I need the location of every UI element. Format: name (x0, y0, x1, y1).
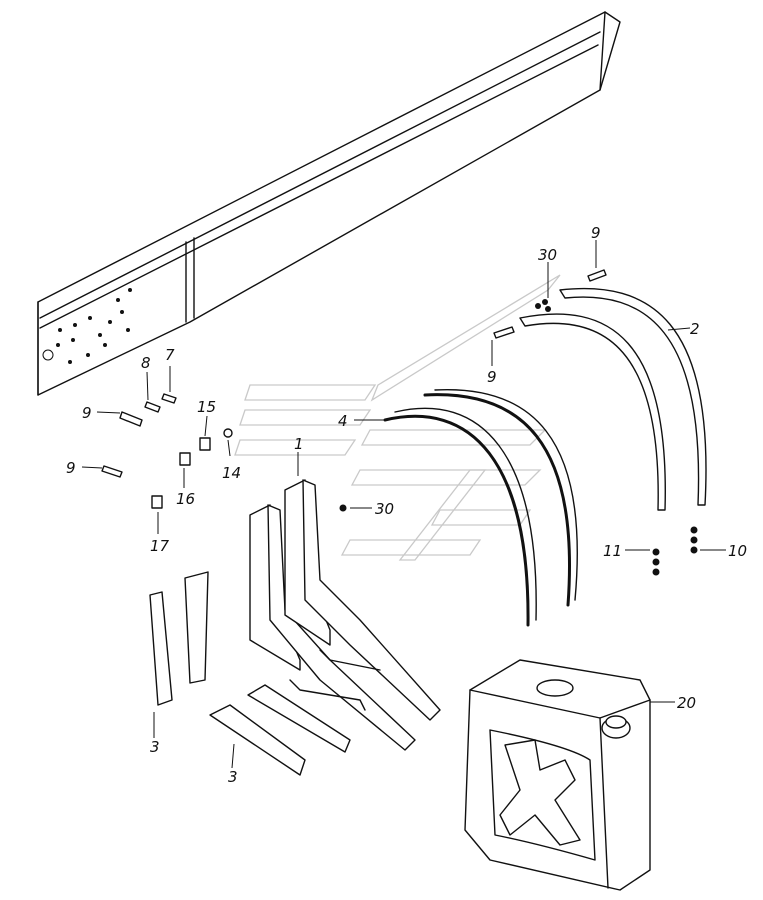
bolt-7 (161, 393, 177, 404)
label-4: 4 (338, 412, 348, 430)
straps-4 (383, 388, 578, 627)
bolt-9-c (587, 269, 607, 282)
bolt-9-b (101, 465, 123, 478)
label-8: 8 (141, 354, 151, 372)
frame-rail (37, 11, 621, 396)
label-17: 17 (150, 537, 170, 555)
nuts-10 (690, 526, 698, 554)
label-14: 14 (222, 464, 241, 482)
watermark-logo (234, 274, 561, 561)
label-10: 10 (728, 542, 747, 560)
label-30-top: 30 (538, 246, 557, 264)
nut-30-mid (339, 504, 347, 512)
fuel-tank (464, 659, 651, 891)
label-2: 2 (690, 320, 700, 338)
label-7: 7 (165, 346, 175, 364)
bolt-8 (144, 401, 161, 413)
nut-16 (179, 452, 191, 466)
nut-15 (199, 437, 211, 451)
bolt-9-d (493, 326, 515, 339)
straps-2 (519, 287, 707, 511)
bolt-9-a (119, 411, 143, 427)
label-11: 11 (603, 542, 622, 560)
label-15: 15 (197, 398, 216, 416)
label-1: 1 (294, 435, 304, 453)
label-3-right: 3 (228, 768, 238, 786)
label-3-left: 3 (150, 738, 160, 756)
washer-17 (151, 495, 163, 509)
label-9-lower-left: 9 (66, 459, 76, 477)
callout-labels: 1 2 3 3 4 7 8 9 9 9 9 10 11 14 15 16 17 … (66, 224, 747, 786)
label-9-top-right: 9 (591, 224, 601, 242)
fasteners-left (101, 393, 233, 509)
nut-14 (223, 428, 233, 438)
nuts-11 (652, 548, 660, 576)
rail-holes (42, 288, 132, 364)
label-30-mid: 30 (375, 500, 394, 518)
tank-brackets (249, 479, 441, 751)
label-9-upper-left: 9 (82, 404, 92, 422)
label-9-mid-right: 9 (487, 368, 497, 386)
label-16: 16 (176, 490, 195, 508)
leader-lines (81, 240, 726, 769)
rubber-pads (149, 571, 351, 776)
nuts-30-top (535, 299, 551, 312)
label-20: 20 (677, 694, 696, 712)
fasteners-right (339, 269, 698, 576)
